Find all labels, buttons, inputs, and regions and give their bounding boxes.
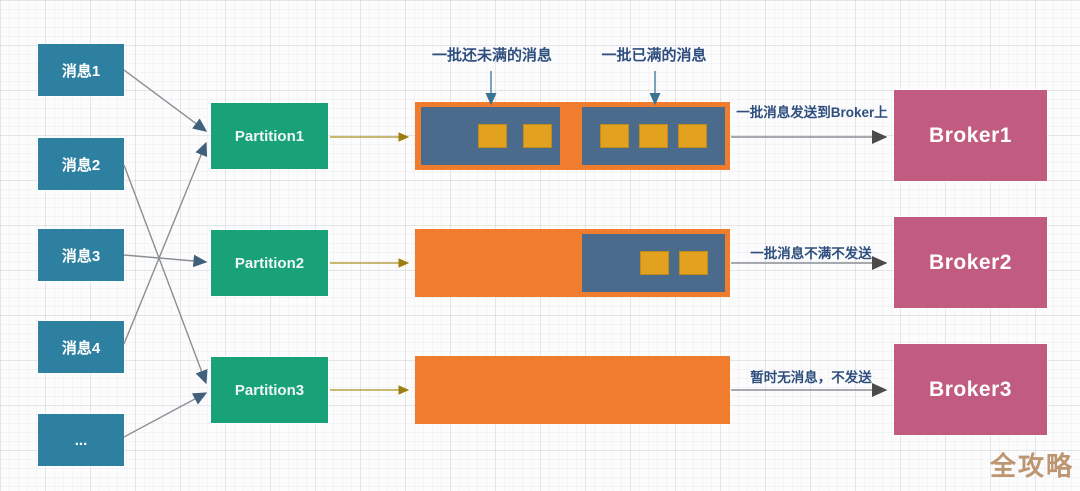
batch-message-square (639, 124, 668, 148)
partition-node-3: Partition3 (211, 357, 328, 423)
batch-container-row2 (415, 229, 730, 297)
message-label: 消息3 (61, 247, 101, 265)
broker-node-3: Broker3 (894, 344, 1047, 435)
batch-message-square (523, 124, 552, 148)
edges-partition-to-batch (330, 132, 410, 395)
watermark: 全攻略 (989, 451, 1074, 481)
arrow-ellipsis-partition3 (123, 392, 208, 438)
partition-label: Partition3 (234, 381, 305, 399)
arrow-msg4-partition1 (123, 141, 208, 345)
broker-node-2: Broker2 (894, 217, 1047, 308)
edges-batch-to-broker (731, 130, 888, 397)
batch-container-row3-empty (415, 356, 730, 424)
edges-annotation-pointers (485, 71, 661, 106)
broker-label: Broker1 (929, 123, 1012, 147)
batch-not-full (421, 107, 560, 165)
batch-full (582, 107, 725, 165)
message-label: ... (74, 431, 88, 449)
label-not-full-no-send: 一批消息不满不发送 (750, 246, 872, 261)
partition-node-2: Partition2 (211, 230, 328, 296)
message-node-4: 消息4 (38, 321, 124, 373)
broker-label: Broker3 (929, 377, 1012, 401)
broker-node-1: Broker1 (894, 90, 1047, 181)
arrow-msg3-partition2 (123, 254, 208, 268)
batch-message-square (640, 251, 669, 275)
message-node-ellipsis: ... (38, 414, 124, 466)
batch-message-square (600, 124, 629, 148)
edges-message-to-partition (123, 69, 208, 438)
label-batch-not-full: 一批还未满的消息 (431, 47, 553, 64)
arrow-msg1-partition1 (123, 69, 208, 132)
batch-message-square (478, 124, 507, 148)
message-node-3: 消息3 (38, 229, 124, 281)
message-label: 消息2 (61, 156, 101, 174)
broker-label: Broker2 (929, 250, 1012, 274)
label-send-to-broker: 一批消息发送到Broker上 (736, 105, 888, 120)
label-batch-full: 一批已满的消息 (601, 47, 707, 64)
batch-message-square (679, 251, 708, 275)
batch-message-square (678, 124, 707, 148)
batch-not-full (582, 234, 725, 292)
partition-node-1: Partition1 (211, 103, 328, 169)
arrow-msg2-partition3 (123, 164, 208, 385)
batch-container-row1 (415, 102, 730, 170)
message-label: 消息4 (61, 339, 101, 357)
partition-label: Partition1 (234, 127, 305, 145)
label-no-message-no-send: 暂时无消息，不发送 (750, 370, 872, 385)
message-node-1: 消息1 (38, 44, 124, 96)
partition-label: Partition2 (234, 254, 305, 272)
message-label: 消息1 (61, 62, 101, 80)
message-node-2: 消息2 (38, 138, 124, 190)
